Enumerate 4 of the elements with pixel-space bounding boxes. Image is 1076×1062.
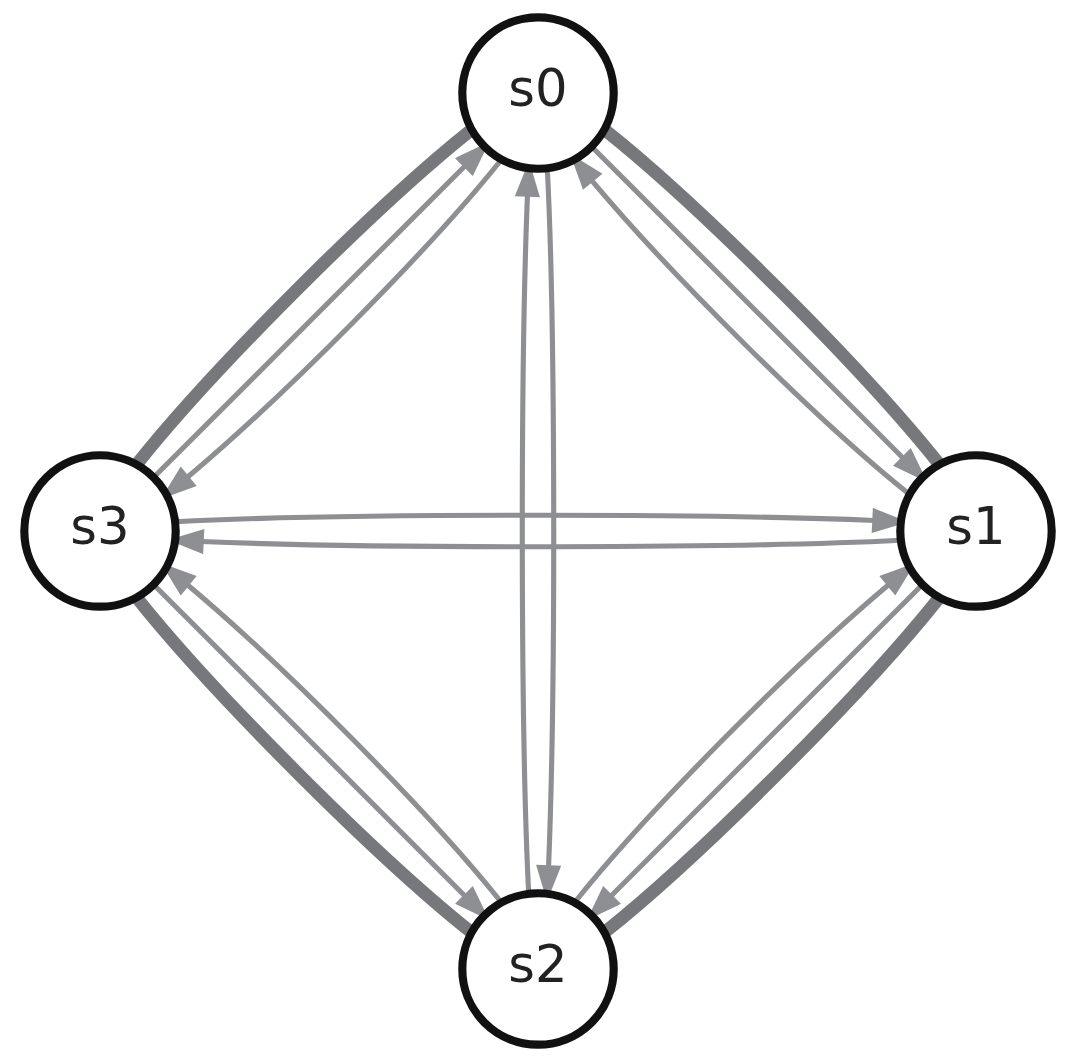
node-circle: s0 <box>458 13 618 173</box>
node-circle: s1 <box>896 451 1056 611</box>
node-circle: s3 <box>20 451 180 611</box>
node-circle: s2 <box>458 889 618 1049</box>
